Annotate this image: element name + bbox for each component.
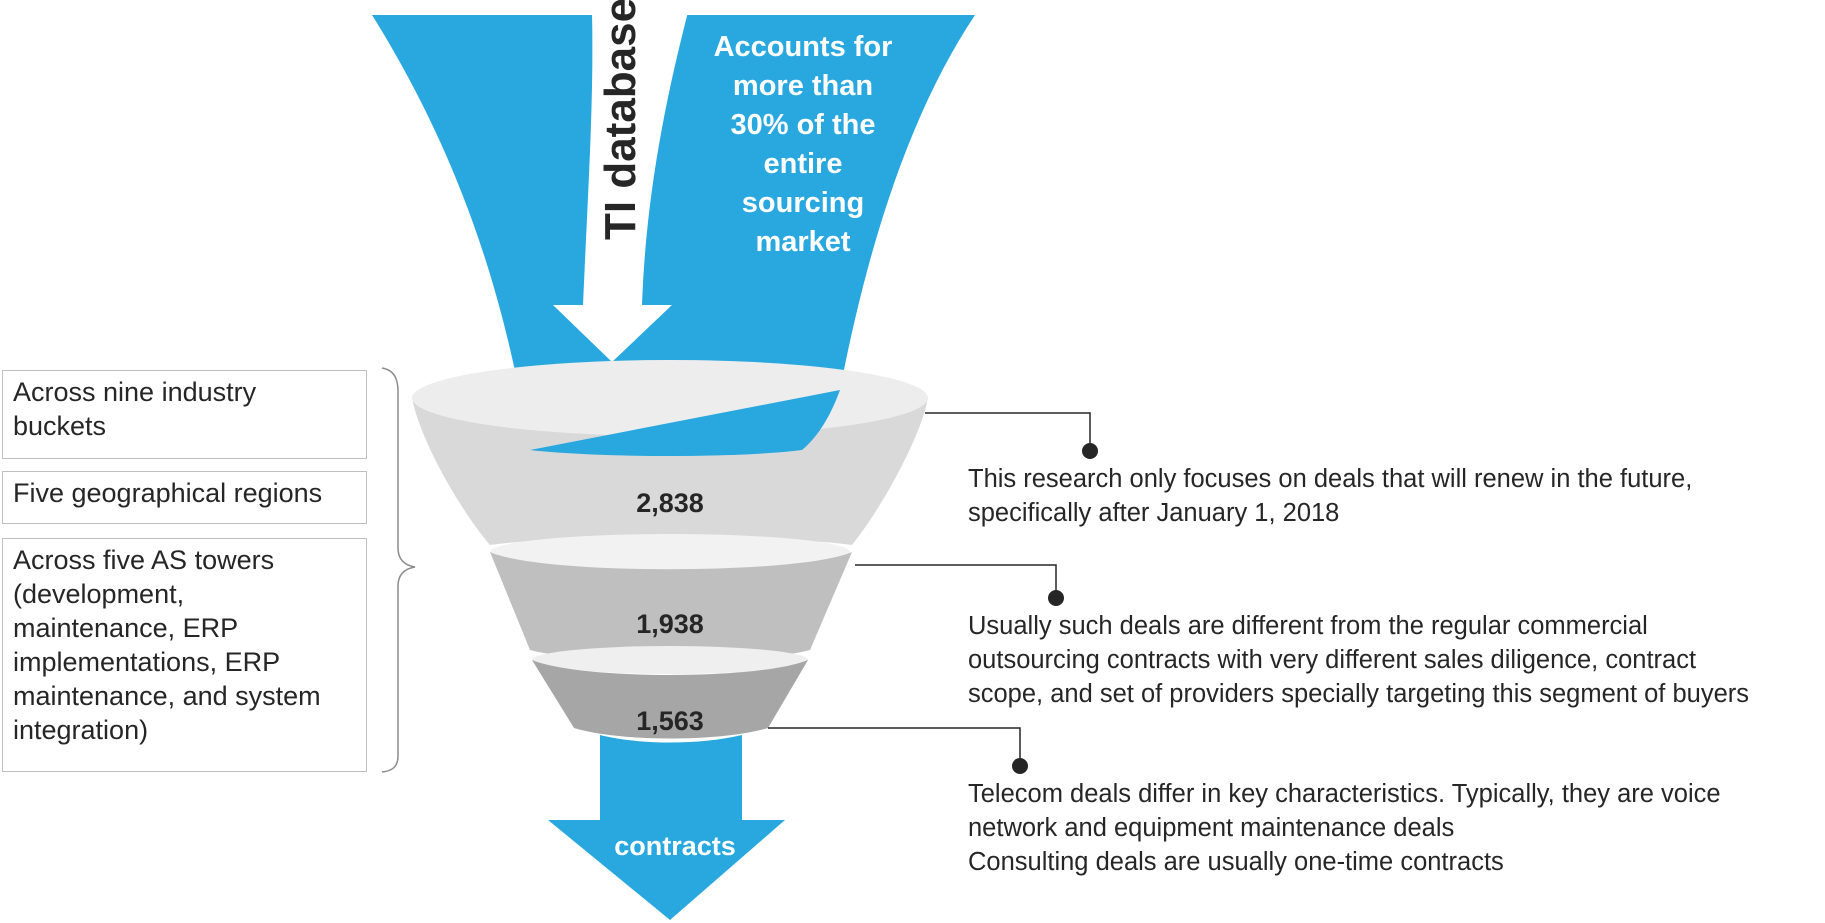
funnel-stage-2 xyxy=(490,552,852,661)
stage-1-value: 2,838 xyxy=(636,488,704,518)
connector-1 xyxy=(925,412,1091,448)
criteria-line: Across five AS towers xyxy=(13,545,275,575)
note-line: outsourcing contracts with very differen… xyxy=(968,646,1697,674)
source-note-line: entire xyxy=(764,148,843,180)
source-note-line: sourcing xyxy=(742,187,864,219)
connector-3 xyxy=(768,727,1021,763)
inflow-ribbon xyxy=(372,15,975,450)
criteria-line: (development, xyxy=(13,579,185,609)
stage-2-value: 1,938 xyxy=(636,609,704,639)
source-note: Accounts for more than 30% of the entire… xyxy=(714,31,893,258)
white-arrow xyxy=(553,12,688,362)
inflow-into-funnel xyxy=(530,390,840,456)
criteria-line: maintenance, and system xyxy=(13,681,321,711)
criteria-line: buckets xyxy=(13,411,107,441)
source-note-line: 30% of the xyxy=(730,109,875,141)
criteria-line: Five geographical regions xyxy=(13,478,323,508)
criteria-bracket xyxy=(381,367,416,773)
criteria-box-regions: Five geographical regions xyxy=(2,471,367,524)
source-note-line: Accounts for xyxy=(714,31,893,63)
note-renewal: This research only focuses on deals that… xyxy=(968,462,1692,530)
note-line: scope, and set of providers specially ta… xyxy=(968,680,1749,708)
note-line: This research only focuses on deals that… xyxy=(968,465,1693,493)
note-line: specifically after January 1, 2018 xyxy=(968,499,1340,527)
source-label: TI database xyxy=(596,0,645,240)
funnel-stage-2-rim xyxy=(490,534,850,570)
funnel-stage-3 xyxy=(532,660,808,739)
note-telecom: Telecom deals differ in key characterist… xyxy=(968,777,1721,879)
source-note-line: market xyxy=(755,226,850,258)
output-arrow xyxy=(548,735,785,920)
criteria-box-towers: Across five AS towers (development, main… xyxy=(2,538,367,772)
criteria-box-industry: Across nine industry buckets xyxy=(2,370,367,459)
funnel-stage-3-rim xyxy=(532,646,808,674)
note-line: Consulting deals are usually one-time co… xyxy=(968,848,1504,876)
criteria-line: implementations, ERP xyxy=(13,647,281,677)
stage-3-value: 1,563 xyxy=(636,706,704,736)
connector-dot-3 xyxy=(1012,758,1028,774)
criteria-line: maintenance, ERP xyxy=(13,613,239,643)
connector-2 xyxy=(855,564,1057,595)
note-line: Telecom deals differ in key characterist… xyxy=(968,780,1721,808)
output-label: contracts xyxy=(614,831,736,861)
note-line: network and equipment maintenance deals xyxy=(968,814,1455,842)
criteria-line: integration) xyxy=(13,715,149,745)
connector-dot-1 xyxy=(1082,443,1098,459)
source-note-line: more than xyxy=(733,70,873,102)
criteria-line: Across nine industry xyxy=(13,377,257,407)
note-public-sector: Usually such deals are different from th… xyxy=(968,609,1749,711)
connector-dot-2 xyxy=(1048,590,1064,606)
note-line: Usually such deals are different from th… xyxy=(968,612,1648,640)
